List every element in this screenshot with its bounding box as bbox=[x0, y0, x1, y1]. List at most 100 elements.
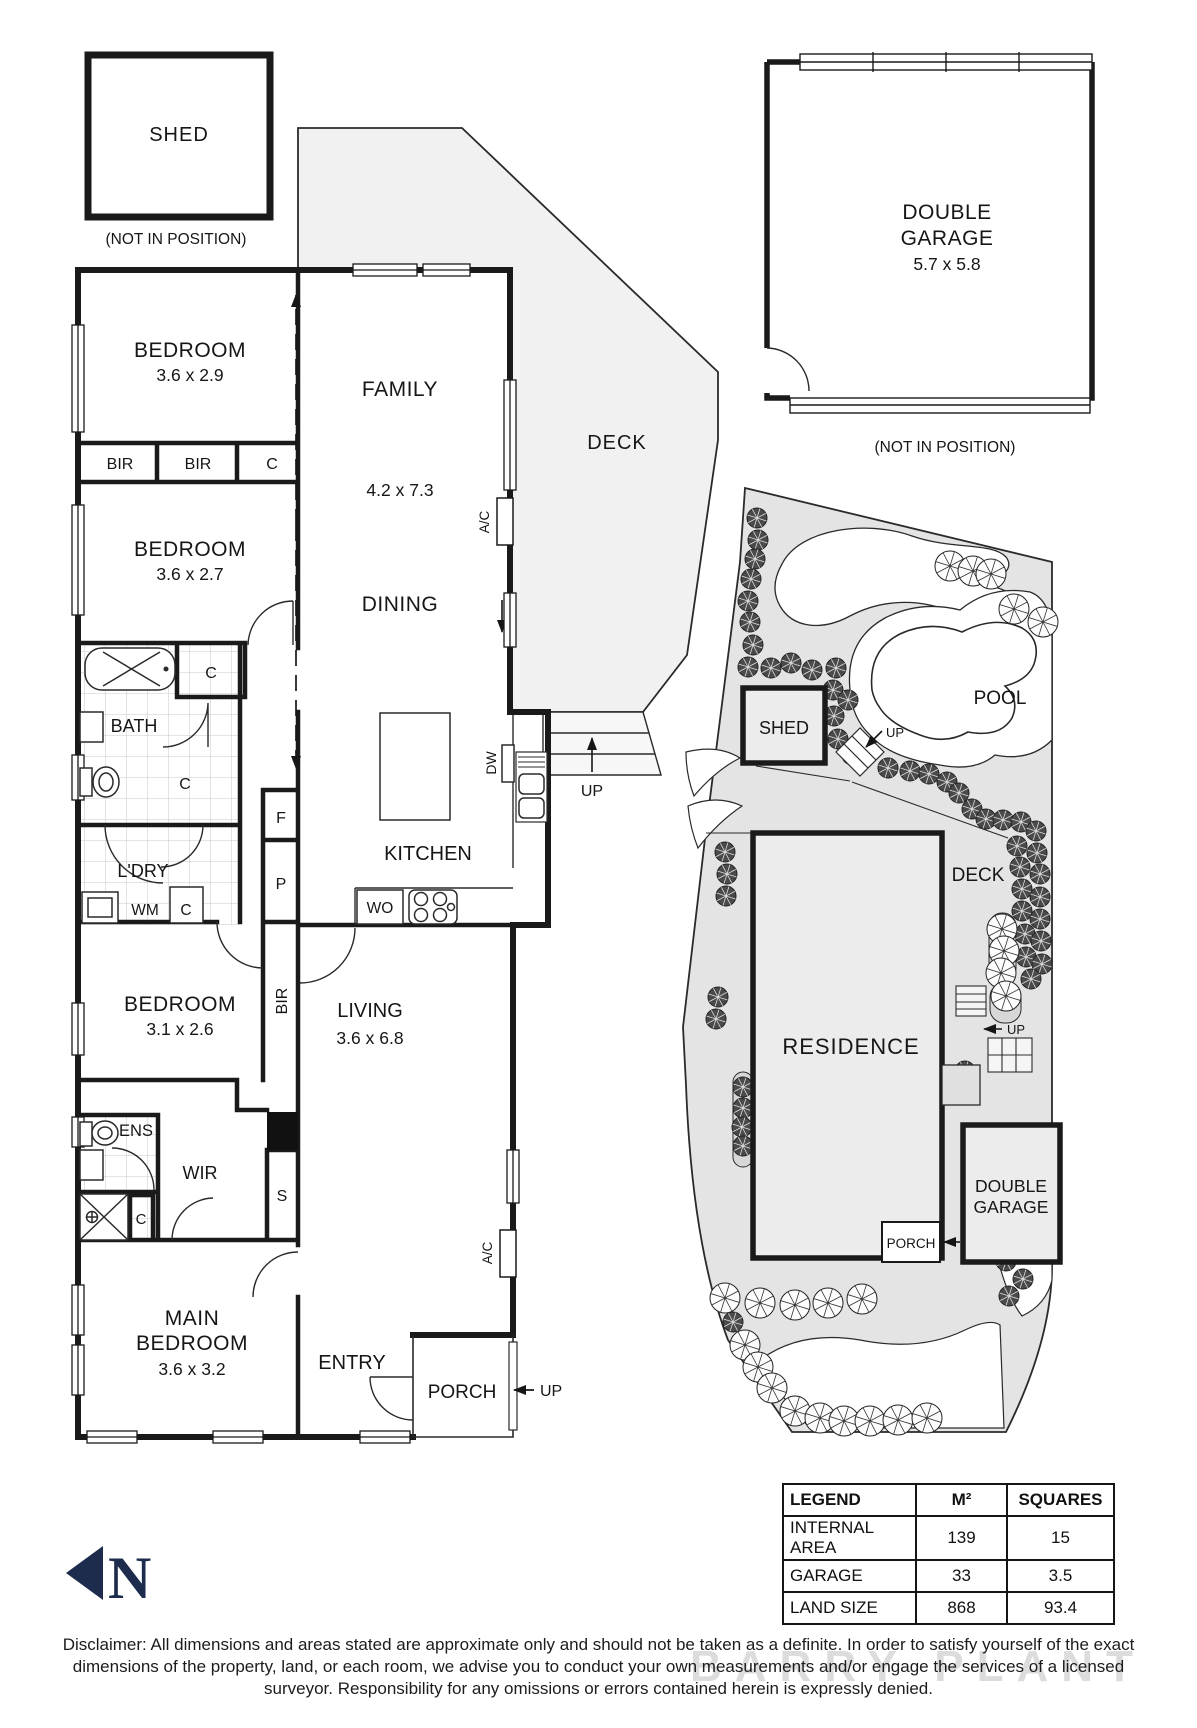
site-up-label-garage: UP bbox=[1007, 1022, 1025, 1037]
site-garage-label-1: DOUBLE bbox=[975, 1176, 1047, 1196]
shrub-icon bbox=[827, 728, 849, 750]
tree-icon bbox=[779, 1395, 811, 1427]
fridge-label: F bbox=[276, 810, 286, 827]
site-shed-label: SHED bbox=[759, 718, 809, 738]
shrub-icon bbox=[1026, 842, 1048, 864]
laundry-fixtures bbox=[81, 886, 204, 924]
shrub-icon bbox=[1031, 953, 1053, 975]
porch-label: PORCH bbox=[428, 1382, 497, 1403]
entry-label: ENTRY bbox=[318, 1352, 385, 1374]
north-label: N bbox=[108, 1545, 151, 1611]
garage-door-bottom bbox=[789, 397, 1091, 414]
bedroom3-label: BEDROOM bbox=[124, 993, 236, 1016]
garage-door-top bbox=[799, 52, 1093, 72]
bath-label: BATH bbox=[111, 716, 158, 736]
bedroom1-label: BEDROOM bbox=[134, 339, 246, 362]
shrub-icon bbox=[746, 507, 768, 529]
shrub-icon bbox=[716, 863, 738, 885]
shrub-icon bbox=[825, 657, 847, 679]
site-residence bbox=[750, 830, 945, 1261]
shrub-icon bbox=[918, 763, 940, 785]
shrub-icon bbox=[780, 652, 802, 674]
door-arcs bbox=[104, 600, 414, 1421]
tree-icon bbox=[998, 593, 1030, 625]
legend-table: LEGEND M² SQUARES INTERNAL AREA 139 15 G… bbox=[782, 1483, 1115, 1625]
shrub-icon bbox=[899, 760, 921, 782]
legend-row-garage: GARAGE 33 3.5 bbox=[782, 1559, 1115, 1593]
tree-icon bbox=[911, 1402, 943, 1434]
family-dims: 4.2 x 7.3 bbox=[366, 480, 433, 500]
shrub-icon bbox=[1012, 1268, 1034, 1290]
shrub-icon bbox=[737, 590, 759, 612]
tree-icon bbox=[779, 1289, 811, 1321]
site-stairs-garage bbox=[987, 1037, 1033, 1073]
s-label: S bbox=[277, 1188, 288, 1205]
shrub-icon bbox=[739, 611, 761, 633]
tree-icon bbox=[756, 1372, 788, 1404]
shrub-icon bbox=[705, 1008, 727, 1030]
shrub-icon bbox=[742, 634, 764, 656]
garage-label-1: DOUBLE bbox=[902, 201, 991, 224]
chimney bbox=[267, 1112, 298, 1150]
living-label: LIVING bbox=[337, 1000, 403, 1022]
island-bench bbox=[379, 712, 451, 821]
site-porch bbox=[881, 1221, 941, 1263]
bir-label-3: BIR bbox=[274, 988, 291, 1015]
ens-label: ENS bbox=[119, 1122, 153, 1140]
tree-icon bbox=[729, 1329, 761, 1361]
shrub-icon bbox=[975, 808, 997, 830]
shrub-icon bbox=[1029, 908, 1051, 930]
living-dims: 3.6 x 6.8 bbox=[336, 1028, 403, 1048]
tree-icon bbox=[990, 980, 1022, 1012]
tree-icon bbox=[934, 550, 966, 582]
garage-note: (NOT IN POSITION) bbox=[875, 439, 1016, 456]
windows bbox=[71, 263, 520, 1444]
site-garage bbox=[960, 1122, 1063, 1265]
ens-fixtures bbox=[79, 1120, 129, 1241]
kitchen-fixtures bbox=[354, 712, 548, 925]
shrub-icon bbox=[732, 1135, 754, 1157]
sink-icon bbox=[515, 751, 548, 823]
garage-block: DOUBLE GARAGE 5.7 x 5.8 (NOT IN POSITION… bbox=[764, 52, 1095, 456]
shrub-icon bbox=[714, 841, 736, 863]
wm-label: WM bbox=[131, 902, 159, 919]
shrub-icon bbox=[948, 782, 970, 804]
tree-icon bbox=[709, 1282, 741, 1314]
tree-icon bbox=[882, 1404, 914, 1436]
shrub-icon bbox=[801, 659, 823, 681]
garage-label-2: GARAGE bbox=[901, 227, 994, 250]
ac-label-1: A/C bbox=[477, 511, 492, 534]
shrub-icon bbox=[731, 1116, 753, 1138]
c-label-5: C bbox=[136, 1211, 147, 1228]
shrub-icon bbox=[998, 1285, 1020, 1307]
pantry-label: P bbox=[276, 876, 287, 893]
porch-up-label: UP bbox=[540, 1383, 562, 1400]
bedroom1-dims: 3.6 x 2.9 bbox=[156, 365, 223, 385]
shrub-icon bbox=[1009, 856, 1031, 878]
bir-label-2: BIR bbox=[185, 456, 212, 473]
dishwasher-icon bbox=[501, 744, 515, 783]
shed-note: (NOT IN POSITION) bbox=[106, 231, 247, 248]
bedroom2-label: BEDROOM bbox=[134, 538, 246, 561]
kitchen-label: KITCHEN bbox=[384, 843, 472, 865]
shrub-icon bbox=[732, 1076, 754, 1098]
wo-label: WO bbox=[367, 900, 394, 917]
shrub-icon bbox=[707, 986, 729, 1008]
shrub-icon bbox=[877, 757, 899, 779]
shrub-icon bbox=[1029, 886, 1051, 908]
shrub-icon bbox=[740, 568, 762, 590]
bedroom3-dims: 3.1 x 2.6 bbox=[146, 1019, 213, 1039]
tree-icon bbox=[854, 1405, 886, 1437]
watermark: BARRY PLANT bbox=[690, 1642, 1146, 1691]
site-porch-label: PORCH bbox=[887, 1236, 936, 1251]
shrub-icon bbox=[992, 809, 1014, 831]
cooktop-icon bbox=[408, 889, 458, 925]
site-deck-label: DECK bbox=[952, 865, 1005, 886]
shrub-icon bbox=[747, 529, 769, 551]
interior-walls bbox=[75, 267, 551, 1440]
vanity-icon bbox=[79, 711, 104, 743]
trees-layer bbox=[705, 507, 1059, 1437]
ens-vanity-icon bbox=[79, 1149, 104, 1181]
